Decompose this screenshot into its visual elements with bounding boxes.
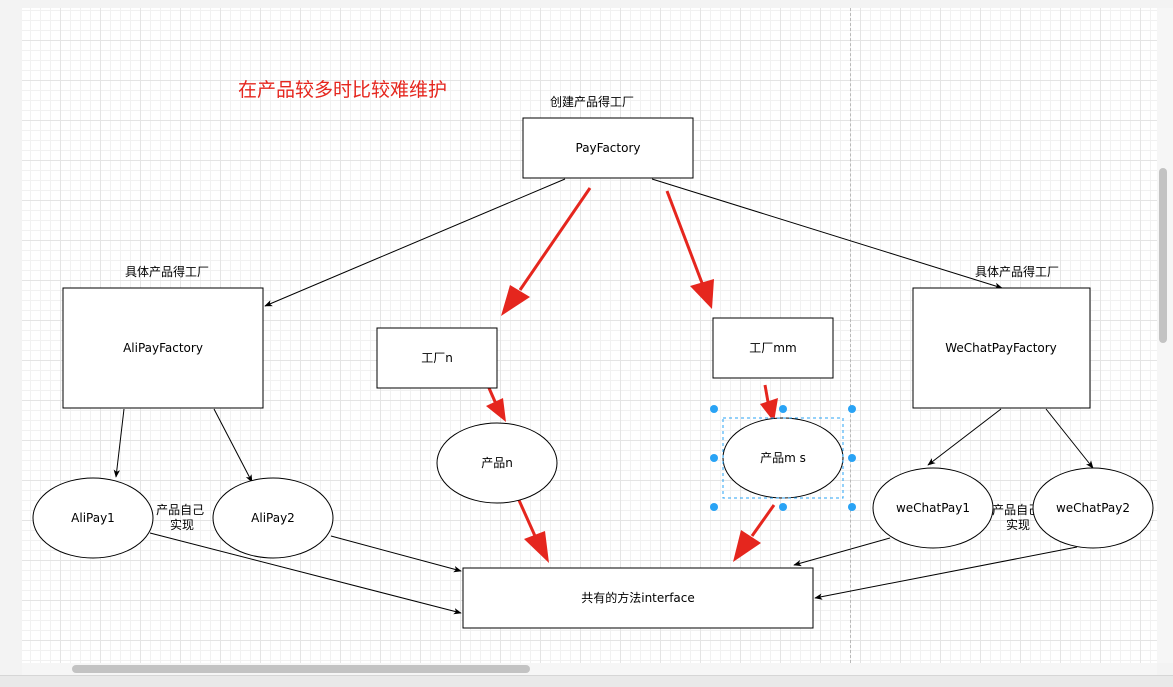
node-wechat1[interactable]: weChatPay1	[872, 467, 994, 549]
page-break-line	[850, 8, 851, 663]
resize-handle[interactable]	[710, 405, 718, 413]
bottom-status-bar	[0, 675, 1173, 687]
resize-handle[interactable]	[779, 503, 787, 511]
selection-handles[interactable]	[710, 405, 856, 511]
connectors	[113, 178, 1094, 615]
label-product-impl-left[interactable]: 产品自己 实现	[156, 503, 208, 532]
resize-handle[interactable]	[848, 405, 856, 413]
node-product-m[interactable]: 产品m s	[722, 417, 844, 499]
node-product-m-label: 产品m s	[760, 451, 806, 465]
label-concrete-factory-right[interactable]: 具体产品得工厂	[975, 264, 1059, 279]
node-wechat1-label: weChatPay1	[896, 501, 970, 515]
node-wechat-factory-label: WeChatPayFactory	[945, 341, 1057, 355]
node-factory-n-label: 工厂n	[421, 351, 453, 365]
red-arrow[interactable]	[665, 190, 714, 309]
label-create-factory[interactable]: 创建产品得工厂	[550, 94, 634, 109]
node-alipay-factory-label: AliPayFactory	[123, 341, 203, 355]
red-arrow[interactable]	[516, 497, 549, 563]
edge-alifactory-to-alipay2[interactable]	[213, 408, 253, 483]
edge-wechatfactory-to-wechat1[interactable]	[927, 408, 1002, 466]
node-wechat2-label: weChatPay2	[1056, 501, 1130, 515]
resize-handle[interactable]	[848, 454, 856, 462]
node-factory-n[interactable]: 工厂n	[376, 327, 498, 389]
red-arrow[interactable]	[486, 387, 506, 422]
red-arrows	[486, 187, 778, 563]
node-alipay2-label: AliPay2	[251, 511, 295, 525]
edge-alipay1-to-interface[interactable]	[149, 532, 462, 615]
edge-wechat2-to-interface[interactable]	[814, 546, 1078, 600]
resize-handle[interactable]	[710, 454, 718, 462]
edge-alifactory-to-alipay1[interactable]	[113, 408, 125, 478]
node-alipay2[interactable]: AliPay2	[212, 477, 334, 559]
node-wechat-factory[interactable]: WeChatPayFactory	[912, 287, 1091, 409]
red-arrow[interactable]	[733, 504, 776, 562]
vertical-scroll-thumb[interactable]	[1159, 168, 1167, 343]
node-wechat2[interactable]: weChatPay2	[1032, 467, 1154, 549]
edge-wechatfactory-to-wechat2[interactable]	[1045, 408, 1094, 469]
red-arrow[interactable]	[760, 384, 778, 422]
red-arrow[interactable]	[501, 187, 592, 316]
left-margin	[0, 0, 22, 686]
resize-handle[interactable]	[710, 503, 718, 511]
node-pay-factory-label: PayFactory	[576, 141, 641, 155]
label-product-impl-right[interactable]: 产品自己 实现	[992, 503, 1044, 532]
node-interface-label: 共有的方法interface	[581, 590, 695, 605]
node-product-n[interactable]: 产品n	[436, 422, 558, 504]
node-alipay1-label: AliPay1	[71, 511, 115, 525]
label-impl-right-text: 产品自己 实现	[992, 503, 1044, 532]
node-alipay-factory[interactable]: AliPayFactory	[62, 287, 264, 409]
node-factory-mm-label: 工厂mm	[749, 341, 796, 355]
node-product-n-label: 产品n	[481, 456, 513, 470]
edge-pay-to-alipay-factory[interactable]	[264, 178, 566, 307]
diagram-title[interactable]: 在产品较多时比较难维护	[238, 79, 447, 101]
resize-handle[interactable]	[848, 503, 856, 511]
edge-wechat1-to-interface[interactable]	[793, 537, 891, 567]
node-alipay1[interactable]: AliPay1	[32, 477, 154, 559]
node-interface[interactable]: 共有的方法interface	[462, 567, 814, 629]
label-impl-left-text: 产品自己 实现	[156, 503, 208, 532]
edge-pay-to-wechat-factory[interactable]	[651, 178, 1003, 289]
node-pay-factory[interactable]: PayFactory	[522, 117, 694, 179]
horizontal-scroll-thumb[interactable]	[72, 665, 530, 673]
label-concrete-factory-left[interactable]: 具体产品得工厂	[125, 264, 209, 279]
node-factory-mm[interactable]: 工厂mm	[712, 317, 834, 379]
edge-alipay2-to-interface[interactable]	[330, 535, 462, 573]
selection-box	[722, 417, 844, 499]
resize-handle[interactable]	[779, 405, 787, 413]
